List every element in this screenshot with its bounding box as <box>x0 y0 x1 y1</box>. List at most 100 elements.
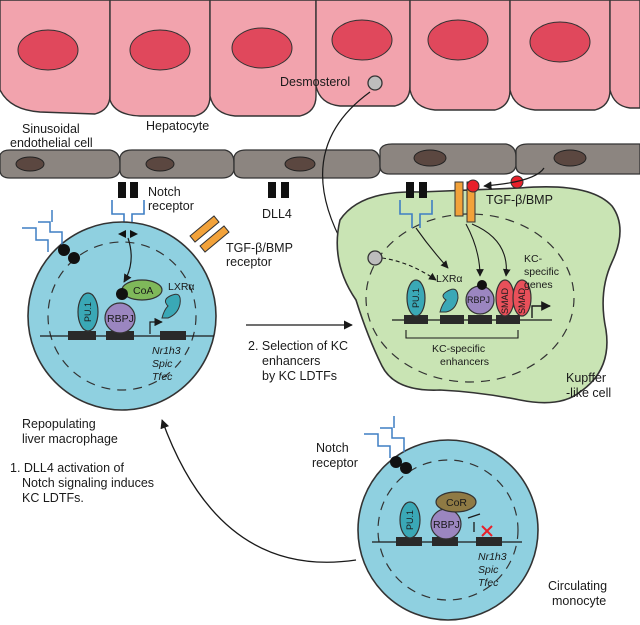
endothelial-cell <box>379 143 517 175</box>
kc-enhancers-label: KC-specific <box>432 343 485 355</box>
gene-block <box>476 537 502 546</box>
notch-receptor-label-2: receptor <box>148 199 194 213</box>
differentiation-arrow <box>160 419 357 563</box>
rbpj-factor <box>104 302 136 334</box>
tgfb-receptor-icon <box>454 181 464 217</box>
step2-label-3: by KC LDTFs <box>262 369 337 383</box>
notch-signal-arrow <box>465 223 484 277</box>
smad-label: SMAD <box>517 287 527 314</box>
dll4-icon <box>406 182 414 198</box>
dna-site <box>404 315 428 324</box>
tgfb-signal-arrow <box>483 167 545 190</box>
sinusoidal-label: Sinusoidal <box>22 122 80 136</box>
notch-receptor-label: Notch <box>148 185 181 199</box>
lxra-label: LXRα <box>436 273 463 285</box>
nucleus-boundary <box>377 459 519 601</box>
desmosterol-molecule-icon <box>367 250 383 266</box>
tgfb-receptor-label-2: receptor <box>226 255 272 269</box>
rbpj-label: RBPJ <box>107 313 134 325</box>
endothelial-cell <box>119 149 235 179</box>
corepressor-icon <box>435 491 477 513</box>
enhancer-bracket <box>405 330 519 339</box>
hepatocyte-label: Hepatocyte <box>146 119 209 133</box>
dll4-icon <box>419 182 427 198</box>
dna-site <box>106 331 134 340</box>
step1-label-3: KC LDTFs. <box>22 491 84 505</box>
hepatocyte-nucleus <box>427 19 489 61</box>
pu1-factor <box>77 292 99 332</box>
step2-label-2: enhancers <box>262 354 320 368</box>
nucleus-boundary <box>47 241 197 391</box>
notch-receptor-mono-label: Notch <box>316 441 349 455</box>
pu1-factor <box>399 501 421 539</box>
dna-site <box>68 331 96 340</box>
dll4-bound-icon <box>58 244 70 256</box>
cor-label: CoR <box>446 497 467 509</box>
kupffer-label: Kupffer <box>566 371 606 385</box>
hepatocyte-nucleus <box>529 21 591 63</box>
kc-genes-label: KC- <box>524 253 543 265</box>
kc-genes-label-3: genes <box>524 279 553 291</box>
dll4-icon <box>268 182 276 198</box>
pu1-factor <box>406 279 426 317</box>
dll4-label: DLL4 <box>262 207 292 221</box>
kc-enhancers-label-2: enhancers <box>440 356 489 368</box>
gene-block <box>160 331 186 340</box>
dll4-bound-icon <box>68 252 80 264</box>
transcription-start-arrow <box>149 317 163 334</box>
transcription-start-arrow <box>531 301 551 318</box>
gene-name-tfec: Tfec <box>478 577 499 589</box>
dna-site <box>468 315 492 324</box>
lxra-factor <box>439 288 459 313</box>
desmosterol-label: Desmosterol <box>280 75 350 89</box>
endothelial-nucleus <box>284 156 316 172</box>
pu1-label: PU.1 <box>83 302 93 322</box>
step2-label: 2. Selection of KC <box>248 339 348 353</box>
notch-receptor-mono-label-2: receptor <box>312 456 358 470</box>
gene-name-nr1h3: Nr1h3 <box>478 551 507 563</box>
nicd-arrow <box>123 237 132 283</box>
circulating-label: Circulating <box>548 579 607 593</box>
dna-site <box>396 537 422 546</box>
repopulating-label-2: liver macrophage <box>22 432 118 446</box>
sinusoidal-label-2: endothelial cell <box>10 136 93 150</box>
dll4-bound-icon <box>390 456 402 468</box>
notch-signal-arrow <box>415 227 449 269</box>
dna-site <box>496 315 520 324</box>
repression-icon <box>467 513 481 532</box>
endothelial-nucleus <box>413 149 447 167</box>
endothelial-nucleus <box>15 156 45 172</box>
circulating-label-2: monocyte <box>552 594 606 608</box>
step1-label-2: Notch signaling induces <box>22 476 154 490</box>
repopulating-label: Repopulating <box>22 417 96 431</box>
lxra-factor <box>161 293 181 319</box>
kc-genes-label-2: specific <box>524 266 559 278</box>
notch-receptor-icon <box>399 200 433 228</box>
gene-name-tfec: Tfec <box>152 371 173 383</box>
kupffer-nucleus-boundary <box>365 213 575 383</box>
pu1-label: PU.1 <box>405 510 415 530</box>
notch-receptor-icon <box>22 210 63 252</box>
endothelial-layer <box>0 143 640 179</box>
tgfb-receptor-icon <box>189 215 230 253</box>
cleavage-icon <box>130 230 138 238</box>
dll4-bound-icon <box>400 462 412 474</box>
gene-name-spic: Spic <box>152 358 173 370</box>
endothelial-nucleus <box>553 149 587 167</box>
notch-receptor-icon <box>364 416 405 458</box>
nicd-icon <box>477 280 487 290</box>
dna-site <box>432 537 458 546</box>
dna-site <box>440 315 464 324</box>
kupffer-label-2: -like cell <box>566 386 611 400</box>
dll4-ligand-icon <box>118 182 138 198</box>
hepatocyte-nucleus <box>231 27 293 69</box>
tgfb-receptor-label: TGF-β/BMP <box>226 241 293 255</box>
desmosterol-lxr-arrow <box>381 257 437 281</box>
desmosterol-path-arrow <box>322 91 371 249</box>
tgfb-top-label: TGF-β/BMP <box>486 193 553 207</box>
desmosterol-molecule-icon <box>367 75 383 91</box>
rbpj-label: RBPJ <box>433 519 460 531</box>
gene-name-spic: Spic <box>478 564 499 576</box>
endothelial-nucleus <box>145 156 175 172</box>
